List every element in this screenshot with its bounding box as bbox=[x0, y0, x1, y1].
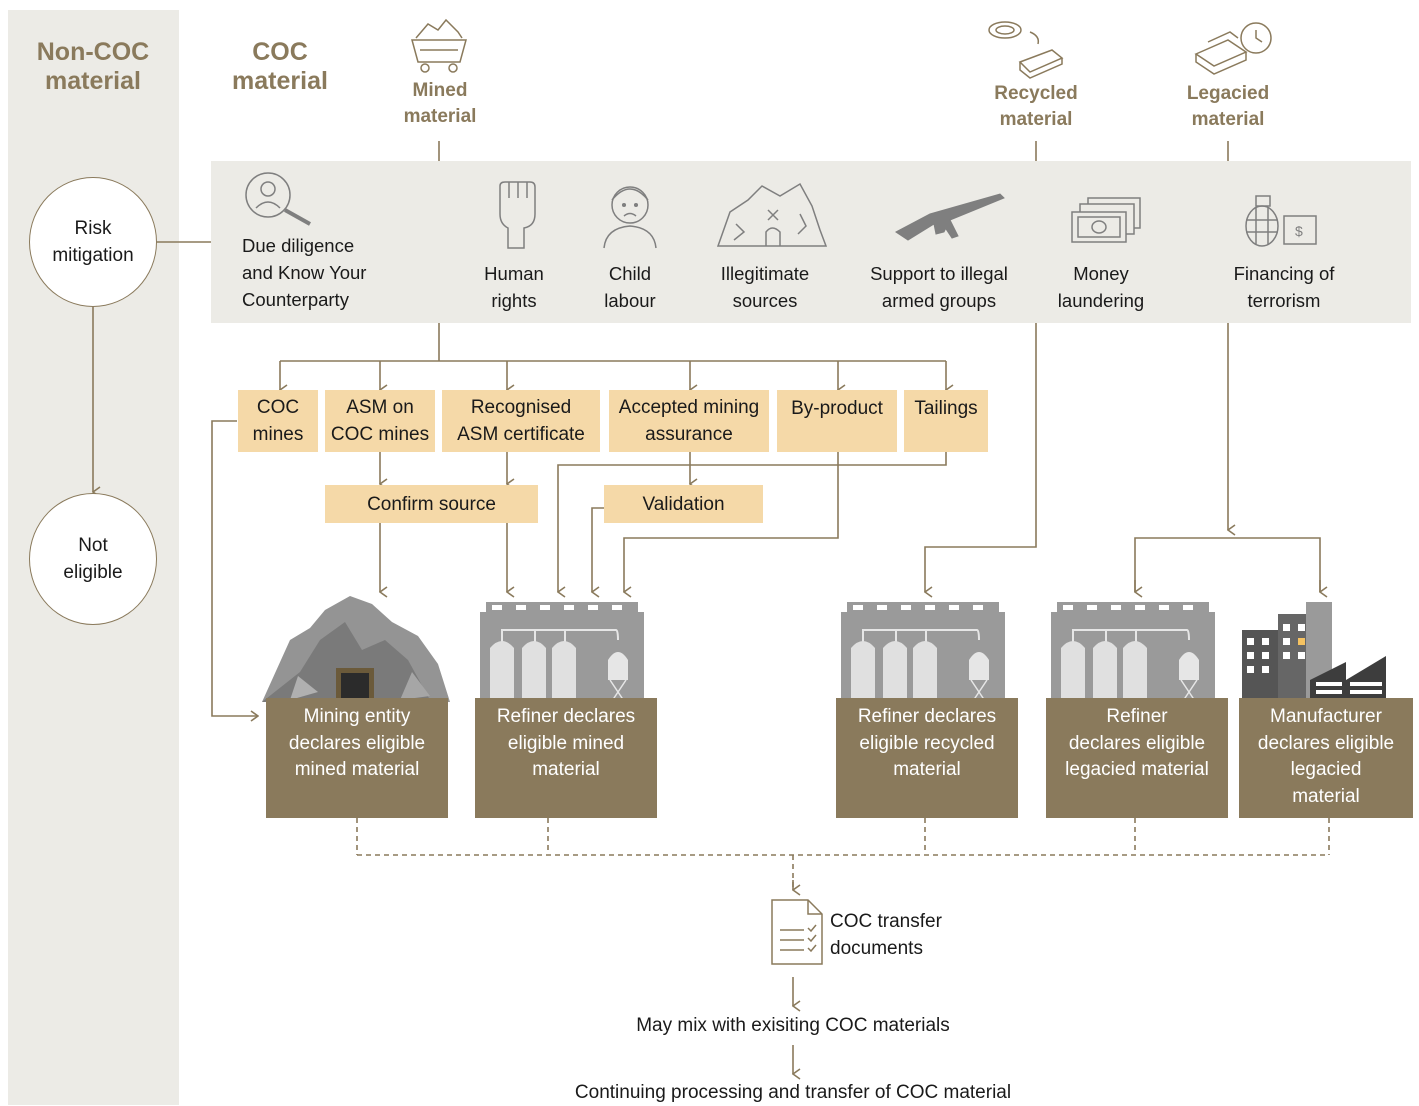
continuing-processing-label: Continuing processing and transfer of CO… bbox=[574, 1082, 1012, 1103]
refinery-illustration-3 bbox=[1051, 602, 1215, 705]
non-coc-heading: Non-COC material bbox=[36, 38, 150, 95]
validation-label: Validation bbox=[642, 493, 725, 515]
category-recognised-asm: Recognised ASM certificate bbox=[442, 390, 600, 452]
category-by-product: By-product bbox=[777, 390, 897, 452]
document-icon bbox=[771, 899, 823, 965]
category-asm-coc-mines: ASM on COC mines bbox=[325, 390, 435, 452]
risk-money-laundering: Money laundering bbox=[1057, 263, 1145, 311]
banknotes-icon bbox=[1071, 197, 1141, 243]
confirm-source-box: Confirm source bbox=[325, 485, 538, 523]
legacied-material-label: Legacied material bbox=[1186, 83, 1270, 130]
category-tailings: Tailings bbox=[904, 390, 988, 452]
factory-illustration bbox=[1242, 602, 1386, 704]
risk-human-rights: Human rights bbox=[484, 263, 544, 311]
not-eligible-label: Not eligible bbox=[63, 535, 123, 583]
declaration-mining-entity-label: Mining entity declares eligible mined ma… bbox=[288, 706, 426, 780]
declaration-refiner-recycled-label: Refiner declares eligible recycled mater… bbox=[857, 706, 997, 780]
broken-rock-icon bbox=[716, 182, 828, 247]
mine-illustration bbox=[262, 596, 450, 702]
category-recognised-asm-label: Recognised ASM certificate bbox=[457, 397, 585, 445]
grenade-money-icon: $ bbox=[1245, 195, 1317, 247]
coc-transfer-documents-label: COC transfer documents bbox=[830, 911, 942, 959]
refinery-illustration-1 bbox=[480, 602, 644, 705]
risk-band bbox=[211, 161, 1411, 323]
not-eligible-circle: Not eligible bbox=[29, 493, 157, 625]
declaration-manufacturer-legacied: Manufacturer declares eligible legacied … bbox=[1239, 698, 1413, 818]
mix-with-coc-label: May mix with exisiting COC materials bbox=[636, 1015, 950, 1036]
category-accepted-mining-label: Accepted mining assurance bbox=[618, 397, 760, 445]
category-accepted-mining: Accepted mining assurance bbox=[609, 390, 769, 452]
refinery-illustration-2 bbox=[841, 602, 1005, 705]
ring-to-bar-icon bbox=[988, 21, 1064, 79]
magnifier-person-icon bbox=[245, 172, 311, 226]
declaration-mining-entity: Mining entity declares eligible mined ma… bbox=[266, 698, 448, 818]
risk-financing-terrorism: Financing of terrorism bbox=[1233, 263, 1335, 311]
risk-mitigation-label: Risk mitigation bbox=[52, 218, 134, 266]
risk-child-labour: Child labour bbox=[604, 263, 656, 311]
coc-heading: COC material bbox=[232, 38, 328, 95]
category-asm-coc-mines-label: ASM on COC mines bbox=[330, 397, 430, 445]
recycled-material-label: Recycled material bbox=[994, 83, 1078, 130]
bars-clock-icon bbox=[1194, 22, 1272, 75]
category-by-product-label: By-product bbox=[791, 398, 883, 419]
mine-cart-icon bbox=[411, 18, 467, 73]
raised-fist-icon bbox=[499, 181, 536, 249]
declaration-manufacturer-legacied-label: Manufacturer declares eligible legacied … bbox=[1257, 706, 1395, 807]
category-tailings-label: Tailings bbox=[914, 398, 978, 419]
declaration-refiner-legacied: Refiner declares eligible legacied mater… bbox=[1046, 698, 1228, 818]
declaration-refiner-recycled: Refiner declares eligible recycled mater… bbox=[836, 698, 1018, 818]
declaration-refiner-legacied-label: Refiner declares eligible legacied mater… bbox=[1065, 706, 1209, 780]
risk-mitigation-circle: Risk mitigation bbox=[29, 177, 157, 307]
risk-armed-groups: Support to illegal armed groups bbox=[870, 263, 1008, 311]
declaration-refiner-mined: Refiner declares eligible mined material bbox=[475, 698, 657, 818]
validation-box: Validation bbox=[604, 485, 763, 523]
risk-due-diligence: Due diligence and Know Your Counterparty bbox=[242, 235, 367, 310]
mined-material-label: Mined material bbox=[403, 80, 477, 127]
child-face-icon bbox=[603, 186, 657, 249]
rifle-icon bbox=[895, 193, 1005, 241]
risk-illegitimate-sources: Illegitimate sources bbox=[720, 263, 810, 311]
category-coc-mines: COC mines bbox=[238, 390, 318, 452]
svg-text:$: $ bbox=[1295, 223, 1303, 239]
confirm-source-label: Confirm source bbox=[367, 493, 496, 515]
category-coc-mines-label: COC mines bbox=[252, 397, 304, 445]
declaration-refiner-mined-label: Refiner declares eligible mined material bbox=[496, 706, 636, 780]
